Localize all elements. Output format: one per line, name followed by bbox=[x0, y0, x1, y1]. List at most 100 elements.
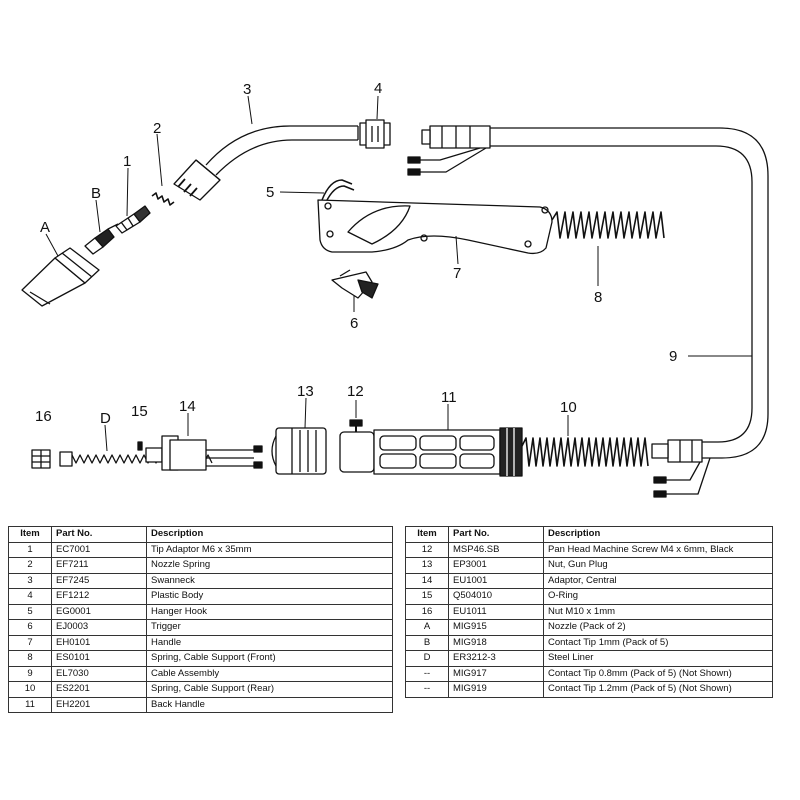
part-no-cell: EH0101 bbox=[51, 634, 147, 651]
callout-5: 5 bbox=[266, 184, 274, 201]
callout-16: 16 bbox=[35, 408, 52, 425]
part-no-header: Part No. bbox=[51, 526, 147, 543]
callout-15: 15 bbox=[131, 403, 148, 420]
part-no-cell: ES0101 bbox=[51, 650, 147, 667]
description-cell: Nut M10 x 1mm bbox=[543, 603, 773, 620]
description-cell: Handle bbox=[146, 634, 393, 651]
rear-spring-part-10 bbox=[521, 437, 649, 467]
item-cell: D bbox=[405, 650, 449, 667]
plastic-body-part-4 bbox=[359, 119, 391, 149]
callout-7: 7 bbox=[453, 265, 461, 282]
description-cell: Tip Adaptor M6 x 35mm bbox=[146, 541, 393, 558]
description-header: Description bbox=[146, 526, 393, 543]
item-header: Item bbox=[8, 526, 52, 543]
callout-4: 4 bbox=[374, 80, 382, 97]
description-cell: Pan Head Machine Screw M4 x 6mm, Black bbox=[543, 541, 773, 558]
description-cell: Nut, Gun Plug bbox=[543, 557, 773, 574]
item-cell: 4 bbox=[8, 588, 52, 605]
description-cell: Back Handle bbox=[146, 696, 393, 713]
description-cell: Trigger bbox=[146, 619, 393, 636]
nozzle-spring-part-2 bbox=[151, 192, 175, 206]
item-cell: 13 bbox=[405, 557, 449, 574]
callout-B: B bbox=[91, 185, 101, 202]
part-no-cell: MIG919 bbox=[448, 681, 544, 698]
item-cell: -- bbox=[405, 665, 449, 682]
part-no-header: Part No. bbox=[448, 526, 544, 543]
tip-adaptor-part-1 bbox=[115, 205, 151, 234]
description-cell: Adaptor, Central bbox=[543, 572, 773, 589]
item-cell: 8 bbox=[8, 650, 52, 667]
part-no-cell: EU1001 bbox=[448, 572, 544, 589]
description-cell: Hanger Hook bbox=[146, 603, 393, 620]
exploded-parts-diagram: A B 1 2 3 4 5 6 7 8 9 10 11 12 13 14 15 … bbox=[21, 80, 769, 498]
item-cell: 12 bbox=[405, 541, 449, 558]
callout-11: 11 bbox=[441, 389, 457, 406]
description-cell: Spring, Cable Support (Front) bbox=[146, 650, 393, 667]
gun-plug-nut-part-13 bbox=[271, 427, 327, 475]
trigger-part-6 bbox=[331, 269, 379, 299]
description-cell: Contact Tip 1mm (Pack of 5) bbox=[543, 634, 773, 651]
item-cell: 9 bbox=[8, 665, 52, 682]
part-no-cell: MSP46.SB bbox=[448, 541, 544, 558]
part-no-cell: MIG918 bbox=[448, 634, 544, 651]
part-no-cell: MIG917 bbox=[448, 665, 544, 682]
part-no-cell: EP3001 bbox=[448, 557, 544, 574]
item-cell: 5 bbox=[8, 603, 52, 620]
callout-2: 2 bbox=[153, 120, 161, 137]
table-header-row: Item Part No. Description bbox=[405, 526, 773, 543]
description-cell: Spring, Cable Support (Rear) bbox=[146, 681, 393, 698]
part-no-cell: EL7030 bbox=[51, 665, 147, 682]
description-cell: Steel Liner bbox=[543, 650, 773, 667]
part-no-cell: Q504010 bbox=[448, 588, 544, 605]
table-header-row: Item Part No. Description bbox=[8, 526, 393, 543]
part-no-cell: ES2201 bbox=[51, 681, 147, 698]
callout-8: 8 bbox=[594, 289, 602, 306]
cable-assembly-part-9 bbox=[407, 125, 769, 498]
part-no-cell: EC7001 bbox=[51, 541, 147, 558]
nozzle-part-A bbox=[21, 247, 100, 307]
description-cell: Plastic Body bbox=[146, 588, 393, 605]
description-cell: Contact Tip 1.2mm (Pack of 5) (Not Shown… bbox=[543, 681, 773, 698]
description-header: Description bbox=[543, 526, 773, 543]
item-cell: 14 bbox=[405, 572, 449, 589]
item-cell: B bbox=[405, 634, 449, 651]
description-cell: Cable Assembly bbox=[146, 665, 393, 682]
description-cell: Swanneck bbox=[146, 572, 393, 589]
front-spring-part-8 bbox=[551, 211, 665, 239]
item-cell: 1 bbox=[8, 541, 52, 558]
swanneck-part-3 bbox=[173, 125, 359, 201]
item-cell: 15 bbox=[405, 588, 449, 605]
item-cell: 11 bbox=[8, 696, 52, 713]
item-cell: 2 bbox=[8, 557, 52, 574]
part-no-cell: EF1212 bbox=[51, 588, 147, 605]
callout-12: 12 bbox=[347, 383, 364, 400]
part-no-cell: EF7245 bbox=[51, 572, 147, 589]
item-header: Item bbox=[405, 526, 449, 543]
hanger-hook-part-5 bbox=[321, 179, 355, 203]
part-no-cell: ER3212-3 bbox=[448, 650, 544, 667]
item-cell: 3 bbox=[8, 572, 52, 589]
part-no-cell: EJ0003 bbox=[51, 619, 147, 636]
item-cell: 6 bbox=[8, 619, 52, 636]
callout-3: 3 bbox=[243, 81, 251, 98]
description-cell: O-Ring bbox=[543, 588, 773, 605]
